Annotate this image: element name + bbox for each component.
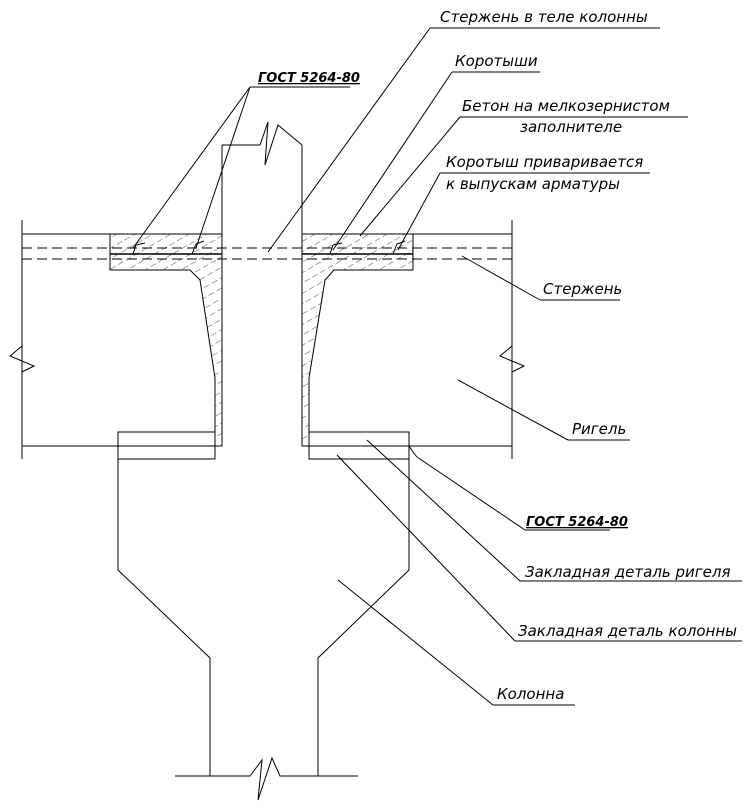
embedded-plates [117,431,418,460]
label-girder: Ригель [572,420,626,438]
lower-column [117,459,410,801]
girder-outline [9,220,526,459]
label-stub-weld-line1: Коротыш приваривается [446,153,643,171]
concrete-fill [109,233,414,447]
label-rod: Стержень [543,280,622,298]
label-stub-weld-line2: к выпускам арматуры [446,175,620,193]
labels: Стержень в теле колонны ГОСТ 5264-80 Кор… [258,8,737,703]
label-column-embed: Закладная деталь колонны [518,622,737,640]
label-gost-bottom: ГОСТ 5264-80 [526,515,628,530]
upper-column [221,121,303,446]
label-concrete-line1: Бетон на мелкозернистом [462,97,670,115]
leader-lines [132,27,742,706]
label-stubs: Коротыши [455,52,538,70]
label-girder-embed: Закладная деталь ригеля [525,563,731,581]
label-column: Колонна [497,685,564,703]
rod-dashed [22,247,512,260]
label-concrete-line2: заполнителе [520,118,622,136]
stubs [110,240,413,255]
label-rod-in-column: Стержень в теле колонны [440,8,648,26]
label-gost-top: ГОСТ 5264-80 [258,71,360,86]
